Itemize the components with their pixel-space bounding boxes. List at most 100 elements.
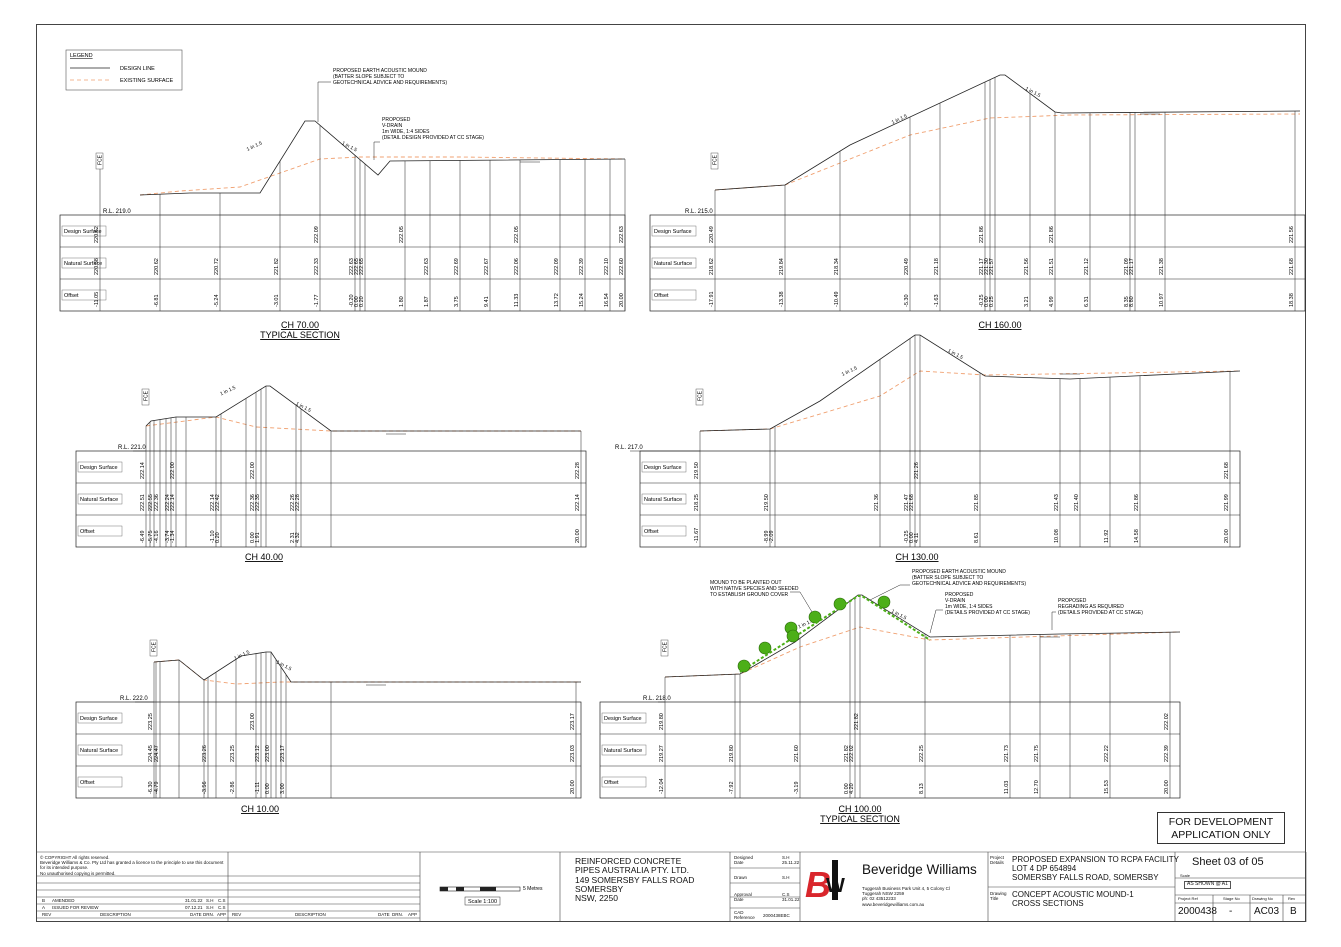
offset-value: 2.31 [290,532,296,543]
natural-value: 221.51 [1049,258,1055,275]
natural-value: 221.12 [1084,258,1090,275]
natural-value: 222.35 [255,494,261,511]
natural-value: 222.36 [154,494,160,511]
drawing-title: CONCEPT ACOUSTIC MOUND-1 CROSS SECTIONS [1012,890,1134,909]
natural-value: 219.50 [764,494,770,511]
offset-value: 0.20 [359,296,365,307]
offset-value: 20.00 [1164,780,1170,794]
offset-value: -1.63 [934,294,940,307]
datum-label: R.L. 221.0 [118,445,146,451]
section-table [59,214,626,312]
ground-cover-line [739,595,931,673]
natural-value: 221.40 [1074,494,1080,511]
slope-label: 1 in 1.5 [891,113,909,125]
section-title: CH 100.00 [838,804,881,814]
drawing-no-label: Drawing No [1252,896,1273,901]
stage-label: Stage No [1223,896,1240,901]
slope-label: 1 in 1.5 [233,649,251,661]
offset-value: 0.00 [250,532,256,543]
natural-value: 223.12 [255,745,261,762]
row-label: Offset [604,780,619,786]
design-value: 222.63 [619,226,625,243]
natural-value: 221.43 [1054,494,1060,511]
natural-value: 220.72 [214,258,220,275]
natural-value: 221.68 [1289,258,1295,275]
title-block-frame [36,851,1307,922]
natural-value: 221.82 [844,745,850,762]
offset-value: -2.86 [230,781,236,794]
revision: B [1290,906,1297,917]
row-label: Design Surface [644,465,682,471]
natural-value: 220.49 [904,258,910,275]
offset-value: 1.87 [424,296,430,307]
natural-value: 222.25 [919,745,925,762]
natural-value: 219.80 [729,745,735,762]
offset-value: 14.58 [1134,529,1140,543]
natural-value: 222.42 [215,494,221,511]
design-value: 219.80 [659,713,665,730]
natural-value: 222.02 [849,745,855,762]
design-value: 222.09 [314,226,320,243]
offset-value: 8.61 [974,532,980,543]
svg-text:W: W [826,875,845,897]
fence-label: FCE [98,154,104,165]
natural-value: 221.86 [1134,494,1140,511]
offset-value: 3.00 [280,783,286,794]
fence-label: FCE [698,390,704,401]
natural-value: 219.27 [659,745,665,762]
row-label: Natural Surface [604,748,642,754]
offset-value: -1.34 [170,530,176,543]
offset-value: -6.49 [140,530,146,543]
natural-value: 222.22 [1104,745,1110,762]
offset-value: 1.91 [255,532,261,543]
design-line [714,74,1301,191]
drawn-label: Drawn [734,875,748,880]
section-table [639,450,1241,548]
natural-value: 223.25 [230,745,236,762]
drawing-no: AC03 [1254,906,1280,917]
slope-label: 1 in 1.5 [341,140,358,153]
offset-value: 9.41 [484,296,490,307]
offset-value: 6.31 [1084,296,1090,307]
natural-value: 222.26 [290,494,296,511]
natural-value: 221.85 [974,494,980,511]
natural-value: 223.17 [280,745,286,762]
offset-value: 15.24 [579,293,585,307]
project-ref-label: Project Ref [1178,896,1198,901]
design-line [139,120,626,196]
offset-value: 11.33 [514,294,520,307]
slope-label: 1 in 1.5 [219,385,237,397]
natural-value: 221.68 [909,494,915,511]
row-label: Offset [64,293,79,299]
design-line [145,385,581,432]
offset-value: -0.25 [904,530,910,543]
natural-value: 221.47 [904,494,910,511]
datum-label: R.L. 215.0 [685,209,713,215]
offset-value: 13.72 [554,293,560,307]
offset-value: 1.80 [399,296,405,307]
stage-no: - [1229,906,1233,917]
natural-value: 222.24 [165,494,171,511]
natural-value: 222.36 [250,494,256,511]
fence-label: FCE [663,641,669,652]
offset-value: -5.24 [214,294,220,307]
slope-label: 1 in 1.5 [246,140,264,152]
design-line [153,651,581,683]
design-value: 220.62 [94,226,100,243]
company-name: Beveridge Williams [862,862,977,877]
datum-label: R.L. 217.0 [615,445,643,451]
natural-value: 221.73 [1004,745,1010,762]
scale-units: 5 Metres [523,886,543,892]
natural-value: 222.39 [1164,745,1170,762]
offset-value: -5.75 [148,530,154,543]
natural-value: 222.67 [484,258,490,275]
natural-value: 221.30 [984,258,990,275]
